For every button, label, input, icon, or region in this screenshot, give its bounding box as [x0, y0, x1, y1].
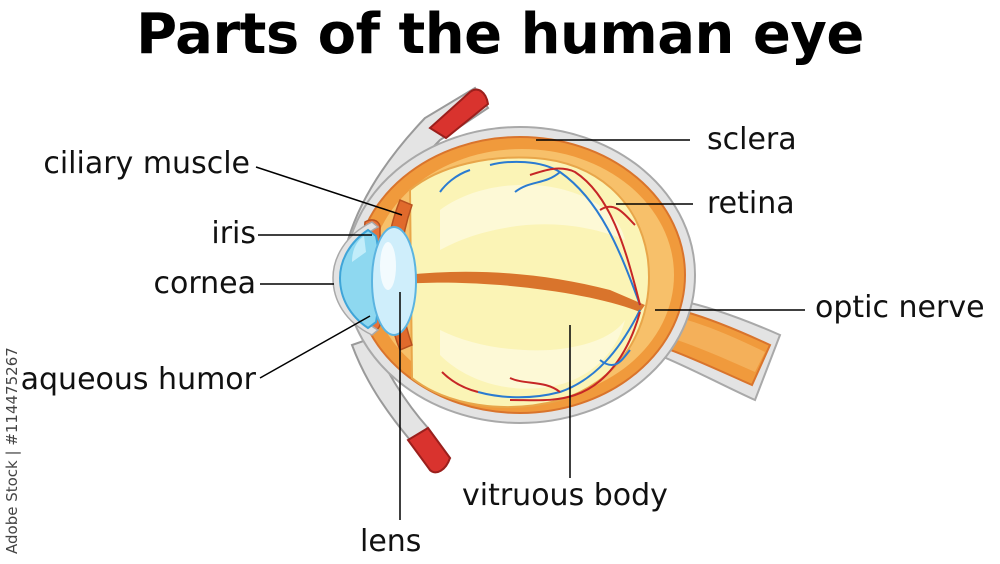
label-iris: iris [211, 216, 256, 251]
label-vitreous-body: vitruous body [462, 478, 668, 513]
label-optic-nerve: optic nerve [815, 290, 985, 325]
diagram-title: Parts of the human eye [136, 2, 864, 67]
label-lens: lens [360, 524, 422, 559]
label-cornea: cornea [153, 266, 256, 301]
watermark-text: Adobe Stock | #114475267 [3, 347, 21, 554]
label-retina: retina [707, 186, 795, 221]
label-ciliary-muscle: ciliary muscle [43, 146, 250, 181]
label-aqueous-humor: aqueous humor [20, 362, 256, 397]
watermark: Adobe Stock | #114475267 [0, 332, 27, 554]
label-sclera: sclera [707, 122, 797, 157]
blood-vessels [439, 160, 641, 402]
leader-lines [255, 139, 805, 520]
